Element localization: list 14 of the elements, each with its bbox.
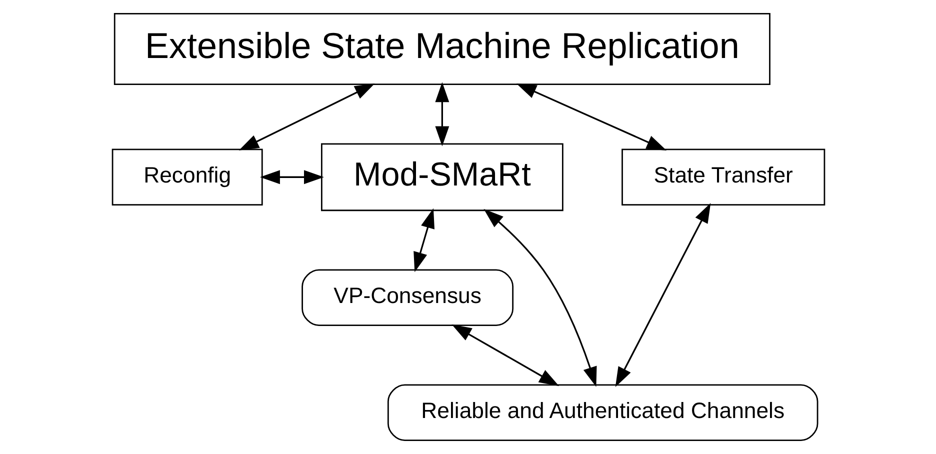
arrow [413,208,434,272]
arrow [516,83,666,150]
arrow [259,170,324,184]
arrow [483,208,596,387]
node-box: State Transfer [621,148,825,206]
node-box: Reliable and Authenticated Channels [386,384,818,441]
node-box: Extensible State Machine Replication [113,13,770,86]
node-box: Mod-SMaRt [320,143,563,212]
arrow [614,202,710,388]
arrow [434,82,449,146]
arrow [451,324,559,386]
arrow [238,84,374,150]
node-box: Reconfig [111,148,262,206]
node-box: VP-Consensus [301,269,514,326]
